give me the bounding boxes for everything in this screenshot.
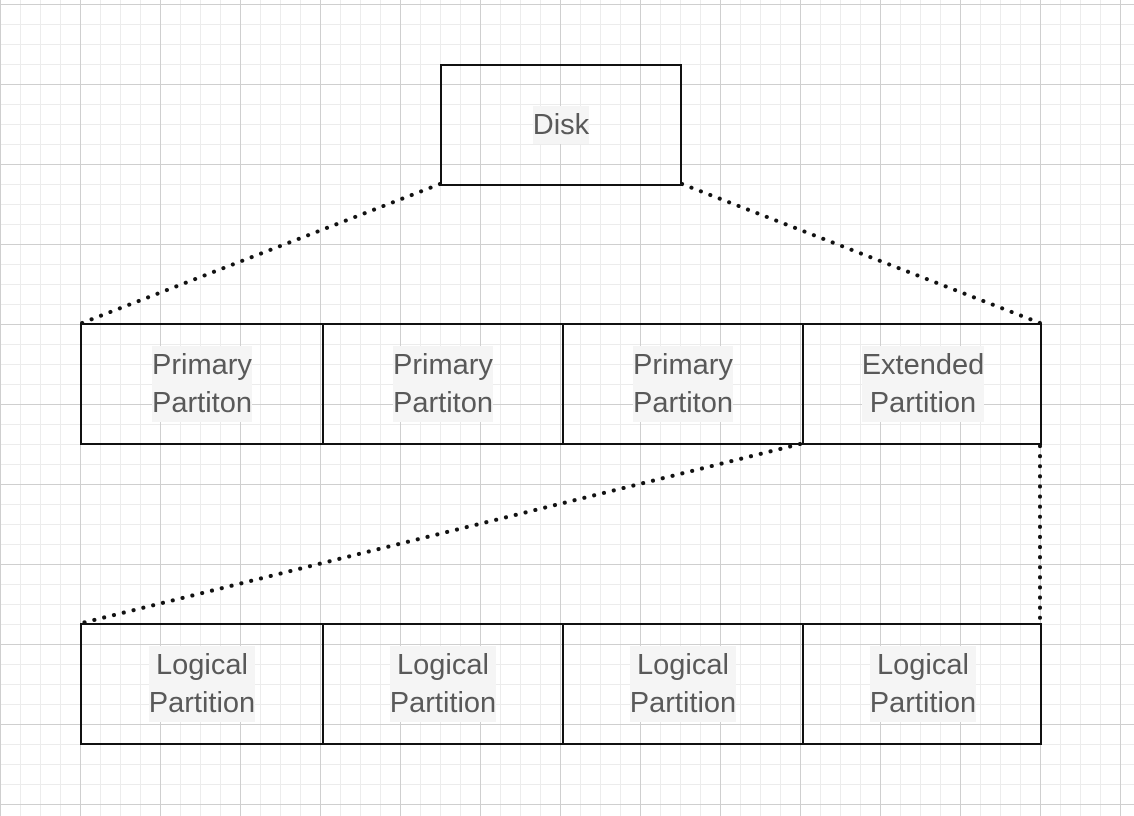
logical-partition-node[interactable]: Logical Partition (322, 625, 562, 743)
extended-partition-node[interactable]: Extended Partition (802, 325, 1042, 443)
extended-to-logical-left-connector (80, 442, 802, 625)
disk-to-partitions-right-connector (680, 182, 1042, 325)
logical-partition-node[interactable]: Logical Partition (802, 625, 1042, 743)
logical-partition-label: Logical Partition (869, 646, 977, 722)
primary-partition-label: Primary Partiton (633, 346, 733, 422)
primary-partition-node[interactable]: Primary Partiton (322, 325, 562, 443)
logical-partition-node[interactable]: Logical Partition (82, 625, 322, 743)
logical-partition-label: Logical Partition (629, 646, 737, 722)
primary-partition-label: Primary Partiton (152, 346, 252, 422)
disk-to-partitions-left-connector (80, 182, 442, 325)
partition-row: Primary Partiton Primary Partiton Primar… (80, 323, 1042, 445)
disk-node[interactable]: Disk (440, 64, 682, 186)
logical-partition-row: Logical Partition Logical Partition Logi… (80, 623, 1042, 745)
logical-partition-node[interactable]: Logical Partition (562, 625, 802, 743)
extended-partition-label: Extended Partition (861, 346, 985, 422)
logical-partition-label: Logical Partition (148, 646, 256, 722)
disk-label: Disk (532, 106, 590, 144)
primary-partition-node[interactable]: Primary Partiton (82, 325, 322, 443)
logical-partition-label: Logical Partition (389, 646, 497, 722)
primary-partition-label: Primary Partiton (393, 346, 493, 422)
primary-partition-node[interactable]: Primary Partiton (562, 325, 802, 443)
